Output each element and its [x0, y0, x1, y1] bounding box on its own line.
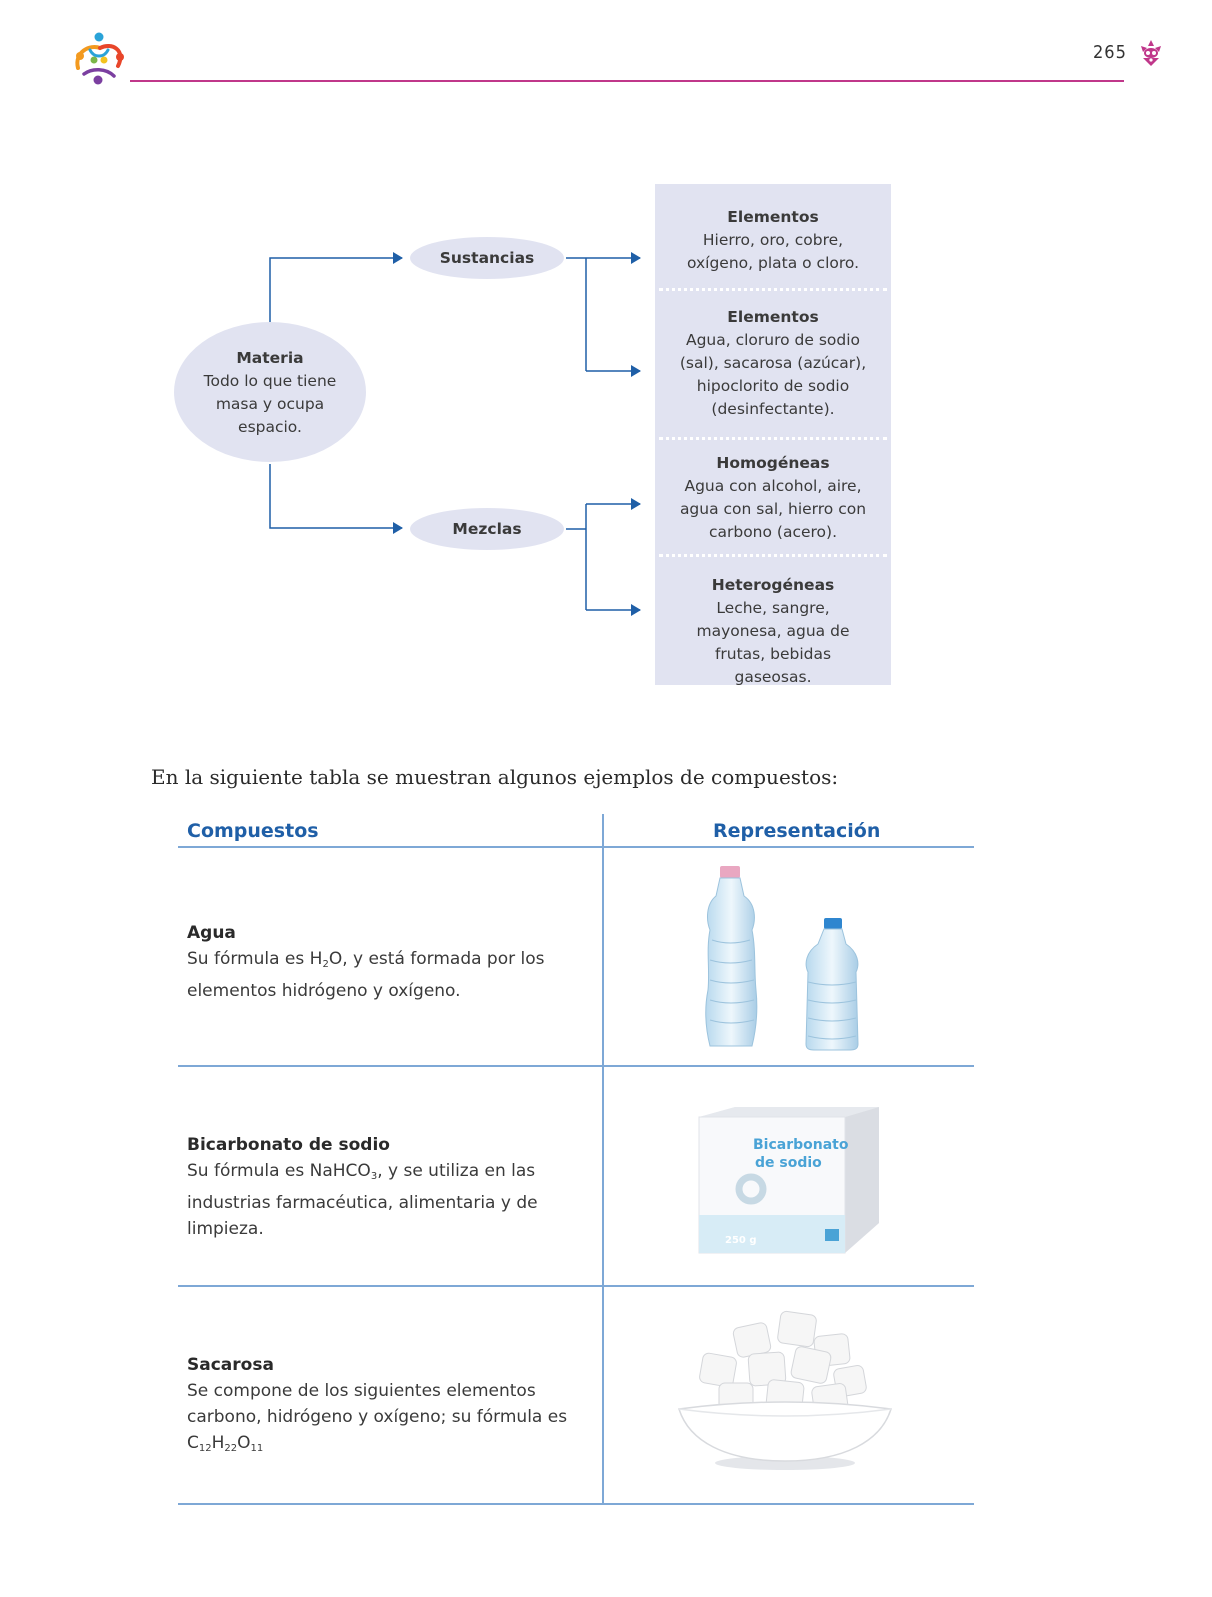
table-rule: [178, 846, 974, 848]
mezclas-node: Mezclas: [410, 518, 564, 541]
sustancias-node: Sustancias: [410, 247, 564, 270]
box-label: Bicarbonato: [753, 1137, 849, 1153]
compound-desc: Su fórmula es H2O, y está formada por lo…: [187, 949, 545, 1001]
arrow-right-icon: [269, 464, 403, 534]
compound-name: Sacarosa: [187, 1355, 274, 1375]
table-row: Bicarbonato de sodio Su fórmula es NaHCO…: [187, 1132, 577, 1242]
class-title: Heterogéneas: [711, 576, 835, 594]
dotted-separator: [659, 288, 887, 291]
baking-soda-box-image: Bicarbonato de sodio 250 g: [698, 1107, 879, 1254]
class-text: Hierro, oro, cobre, oxígeno, plata o clo…: [686, 231, 860, 272]
compound-desc: Se compone de los siguientes elementos c…: [187, 1381, 568, 1454]
class-title: Elementos: [727, 308, 819, 326]
class-compuestos: Elementos Agua, cloruro de sodio (sal), …: [655, 306, 891, 421]
materia-text: Todo lo que tiene masa y ocupa espacio.: [203, 372, 337, 436]
table-header-compuestos: Compuestos: [187, 820, 319, 842]
class-heterogeneas: Heterogéneas Leche, sangre, mayonesa, ag…: [655, 574, 891, 689]
table-header-representacion: Representación: [713, 820, 881, 842]
page-number: 265: [1093, 42, 1127, 63]
water-bottles-image: [705, 866, 859, 1051]
class-title: Homogéneas: [716, 454, 830, 472]
compound-name: Agua: [187, 923, 236, 943]
materia-title: Materia: [236, 349, 304, 367]
class-text: Agua, cloruro de sodio (sal), sacarosa (…: [679, 331, 867, 418]
flower-icon: [1141, 40, 1161, 66]
logo-icon: [75, 32, 124, 85]
box-weight: 250 g: [725, 1235, 757, 1246]
table-rule: [178, 1285, 974, 1287]
table-rule: [178, 1503, 974, 1505]
sugar-cubes-bowl-image: [678, 1310, 892, 1470]
arrow-right-icon: [269, 252, 403, 322]
table-rule: [178, 1065, 974, 1067]
intro-text: En la siguiente tabla se muestran alguno…: [151, 765, 839, 789]
class-elementos: Elementos Hierro, oro, cobre, oxígeno, p…: [655, 206, 891, 275]
class-title: Elementos: [727, 208, 819, 226]
concept-diagram: [174, 237, 641, 616]
table-row: Agua Su fórmula es H2O, y está formada p…: [187, 920, 577, 1004]
compound-name: Bicarbonato de sodio: [187, 1135, 390, 1155]
mezclas-ellipse: [410, 508, 564, 550]
compound-desc: Su fórmula es NaHCO3, y se utiliza en la…: [187, 1161, 538, 1239]
box-label: de sodio: [755, 1155, 822, 1171]
table-column-divider: [602, 814, 604, 1504]
dotted-separator: [659, 437, 887, 440]
dotted-separator: [659, 554, 887, 557]
mezclas-title: Mezclas: [452, 520, 522, 538]
materia-node: Materia Todo lo que tiene masa y ocupa e…: [195, 347, 345, 439]
classification-panel: Elementos Hierro, oro, cobre, oxígeno, p…: [655, 184, 891, 686]
header-rule: [130, 80, 1124, 82]
sustancias-ellipse: [410, 237, 564, 279]
materia-ellipse: [174, 322, 366, 462]
class-text: Leche, sangre, mayonesa, agua de frutas,…: [696, 599, 850, 686]
class-homogeneas: Homogéneas Agua con alcohol, aire, agua …: [655, 452, 891, 544]
sustancias-title: Sustancias: [439, 249, 535, 267]
table-row: Sacarosa Se compone de los siguientes el…: [187, 1352, 577, 1462]
class-text: Agua con alcohol, aire, agua con sal, hi…: [679, 477, 867, 541]
